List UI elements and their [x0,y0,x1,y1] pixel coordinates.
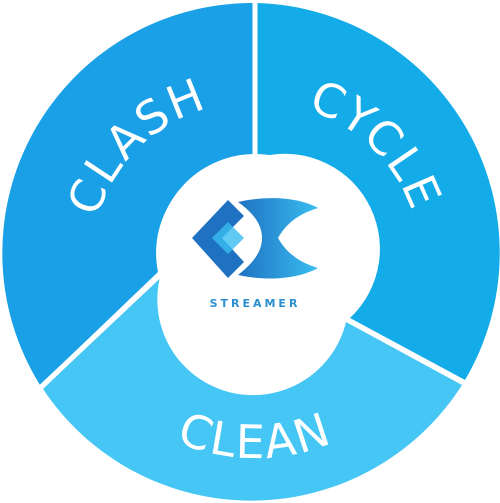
brand-name: STREAMER [210,297,301,310]
divider-right [346,317,467,386]
segment-clash [2,2,254,386]
segment-cycle [257,3,500,380]
center-circle [157,154,353,350]
segment-clean [43,277,462,501]
streamer-logo-icon [192,198,318,279]
divider-left [38,273,162,390]
